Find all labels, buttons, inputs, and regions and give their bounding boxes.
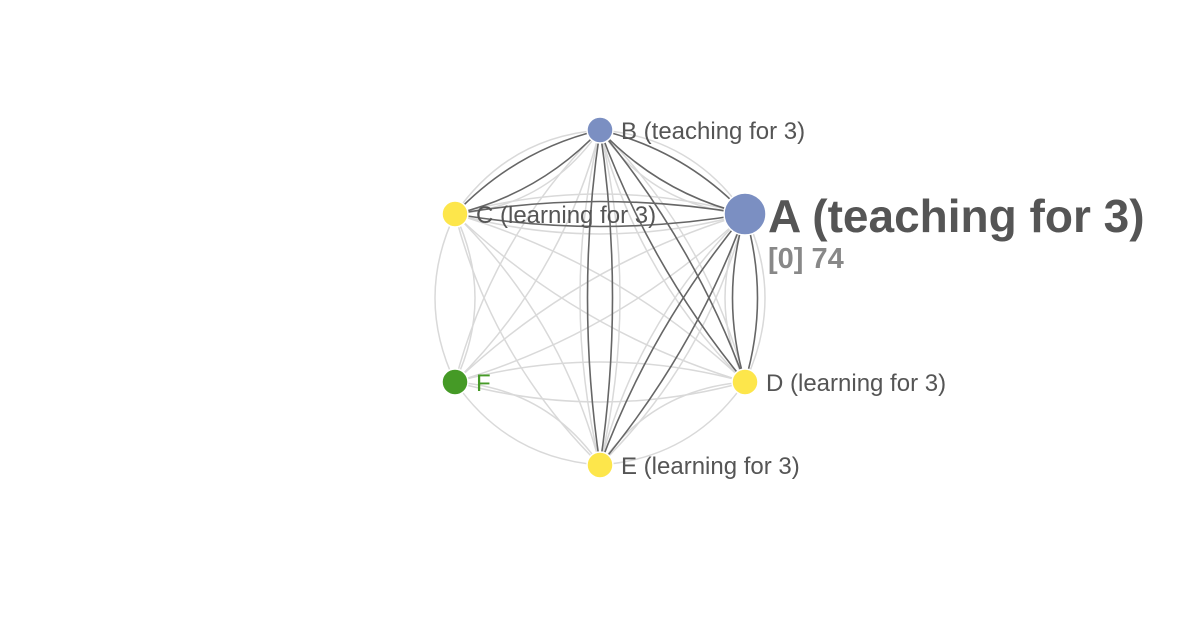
inactive-edges [434, 129, 766, 466]
node-d[interactable]: D (learning for 3) [731, 368, 946, 397]
edge-inactive-b-d [599, 129, 746, 383]
node-e-circle[interactable] [586, 451, 614, 479]
edge-active-a-c [454, 200, 746, 215]
edge-inactive-b-d [599, 129, 746, 383]
edge-inactive-e-f [454, 381, 601, 466]
edge-active-a-e [599, 213, 746, 466]
node-b[interactable]: B (teaching for 3) [586, 116, 805, 145]
edge-active-b-c [454, 129, 601, 215]
node-f-circle[interactable] [441, 368, 469, 396]
node-a-sublabel: [0] 74 [768, 243, 844, 275]
edge-inactive-d-f [454, 361, 746, 383]
edge-inactive-c-d [454, 213, 746, 383]
edge-inactive-d-f [454, 381, 746, 403]
edge-active-b-d [599, 129, 746, 383]
node-d-circle[interactable] [731, 368, 759, 396]
active-edges [454, 129, 759, 466]
edge-inactive-c-e [454, 213, 601, 466]
node-e-label: E (learning for 3) [621, 453, 800, 480]
node-c-label: C (learning for 3) [476, 202, 656, 229]
edge-inactive-b-e [599, 129, 621, 466]
edge-inactive-c-d [454, 213, 746, 383]
edge-inactive-e-f [454, 381, 601, 466]
node-c[interactable]: C (learning for 3) [441, 200, 656, 229]
edge-active-b-e [586, 129, 601, 466]
edge-inactive-b-e [579, 129, 601, 466]
edge-inactive-a-d [744, 213, 766, 383]
edge-inactive-d-e [599, 381, 746, 466]
edge-inactive-b-c [454, 129, 601, 215]
node-a[interactable]: A (teaching for 3) [0] 74 [723, 190, 1145, 275]
edge-inactive-a-c [454, 213, 746, 235]
edge-inactive-a-e [599, 213, 746, 466]
edge-inactive-a-f [454, 213, 746, 383]
edge-inactive-a-e [599, 213, 746, 466]
edge-active-b-d [599, 129, 746, 383]
edge-active-b-e [599, 129, 614, 466]
node-b-circle[interactable] [586, 116, 614, 144]
node-d-label: D (learning for 3) [766, 370, 946, 397]
edge-active-a-e [599, 213, 746, 466]
edge-inactive-b-f [454, 129, 601, 383]
edge-inactive-b-f [454, 129, 601, 383]
node-f[interactable]: F [441, 368, 491, 397]
edge-active-b-c [454, 129, 601, 215]
edge-inactive-c-f [454, 213, 476, 383]
node-c-circle[interactable] [441, 200, 469, 228]
node-b-label: B (teaching for 3) [621, 118, 805, 145]
edge-inactive-a-c [454, 193, 746, 215]
node-e[interactable]: E (learning for 3) [586, 451, 800, 480]
edge-inactive-c-f [434, 213, 456, 383]
node-a-label: A (teaching for 3) [768, 190, 1145, 242]
edge-inactive-a-f [454, 213, 746, 383]
node-a-circle[interactable] [723, 192, 767, 236]
edge-active-a-c [454, 213, 746, 228]
node-f-label: F [476, 370, 491, 397]
edge-inactive-c-e [454, 213, 601, 466]
